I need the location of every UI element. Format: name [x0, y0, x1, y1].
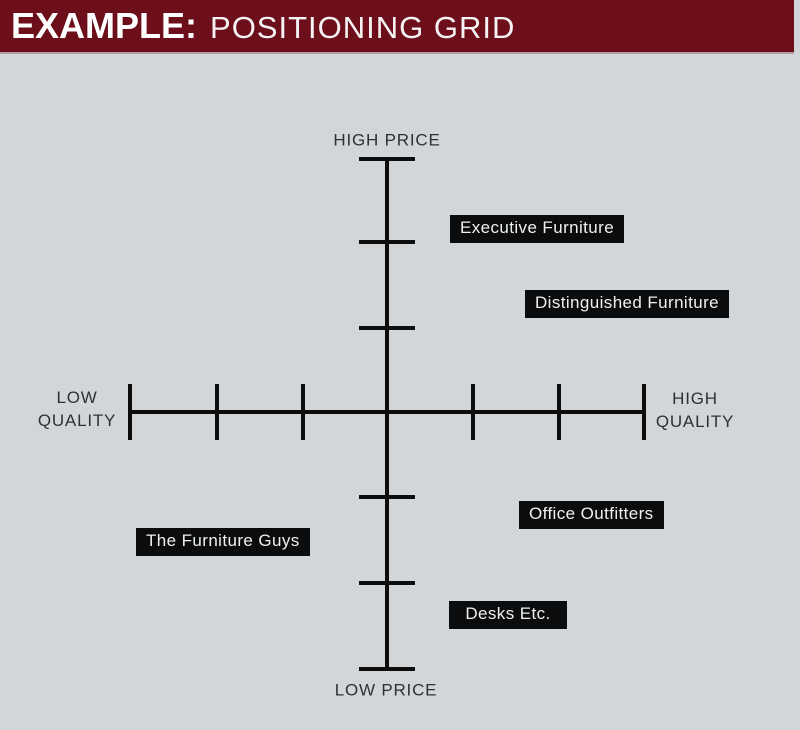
brand-box-the-furniture-guys: The Furniture Guys: [136, 528, 310, 556]
price-axis-line: [385, 157, 389, 671]
positioning-grid-diagram: HIGH PRICE LOW PRICE LOW QUALITY HIGH QU…: [0, 56, 800, 730]
header-bar: EXAMPLE: POSITIONING GRID: [0, 0, 794, 54]
price-axis-tick: [359, 326, 415, 330]
axis-label-high-quality: HIGH QUALITY: [655, 389, 735, 431]
quality-axis-right-cap: [642, 384, 646, 440]
brand-box-office-outfitters: Office Outfitters: [519, 501, 664, 529]
price-axis-bottom-cap: [359, 667, 415, 671]
axis-label-high-price: HIGH PRICE: [333, 130, 441, 150]
price-axis-tick: [359, 240, 415, 244]
quality-axis-left-cap: [128, 384, 132, 440]
axis-label-low-price: LOW PRICE: [334, 680, 438, 700]
brand-box-executive-furniture: Executive Furniture: [450, 215, 625, 243]
header-prefix-label: EXAMPLE:: [11, 5, 198, 46]
axis-label-low-quality: LOW QUALITY: [37, 388, 117, 430]
quality-axis-tick: [471, 384, 475, 440]
quality-axis-tick: [301, 384, 305, 440]
quality-axis-line: [130, 410, 644, 414]
brand-box-desks-etc: Desks Etc.: [449, 601, 567, 629]
price-axis-tick: [359, 495, 415, 499]
brand-box-distinguished-furniture: Distinguished Furniture: [525, 290, 730, 318]
quality-axis-tick: [215, 384, 219, 440]
quality-axis-tick: [557, 384, 561, 440]
price-axis-tick: [359, 581, 415, 585]
price-axis-top-cap: [359, 157, 415, 161]
header-title: POSITIONING GRID: [210, 10, 516, 45]
